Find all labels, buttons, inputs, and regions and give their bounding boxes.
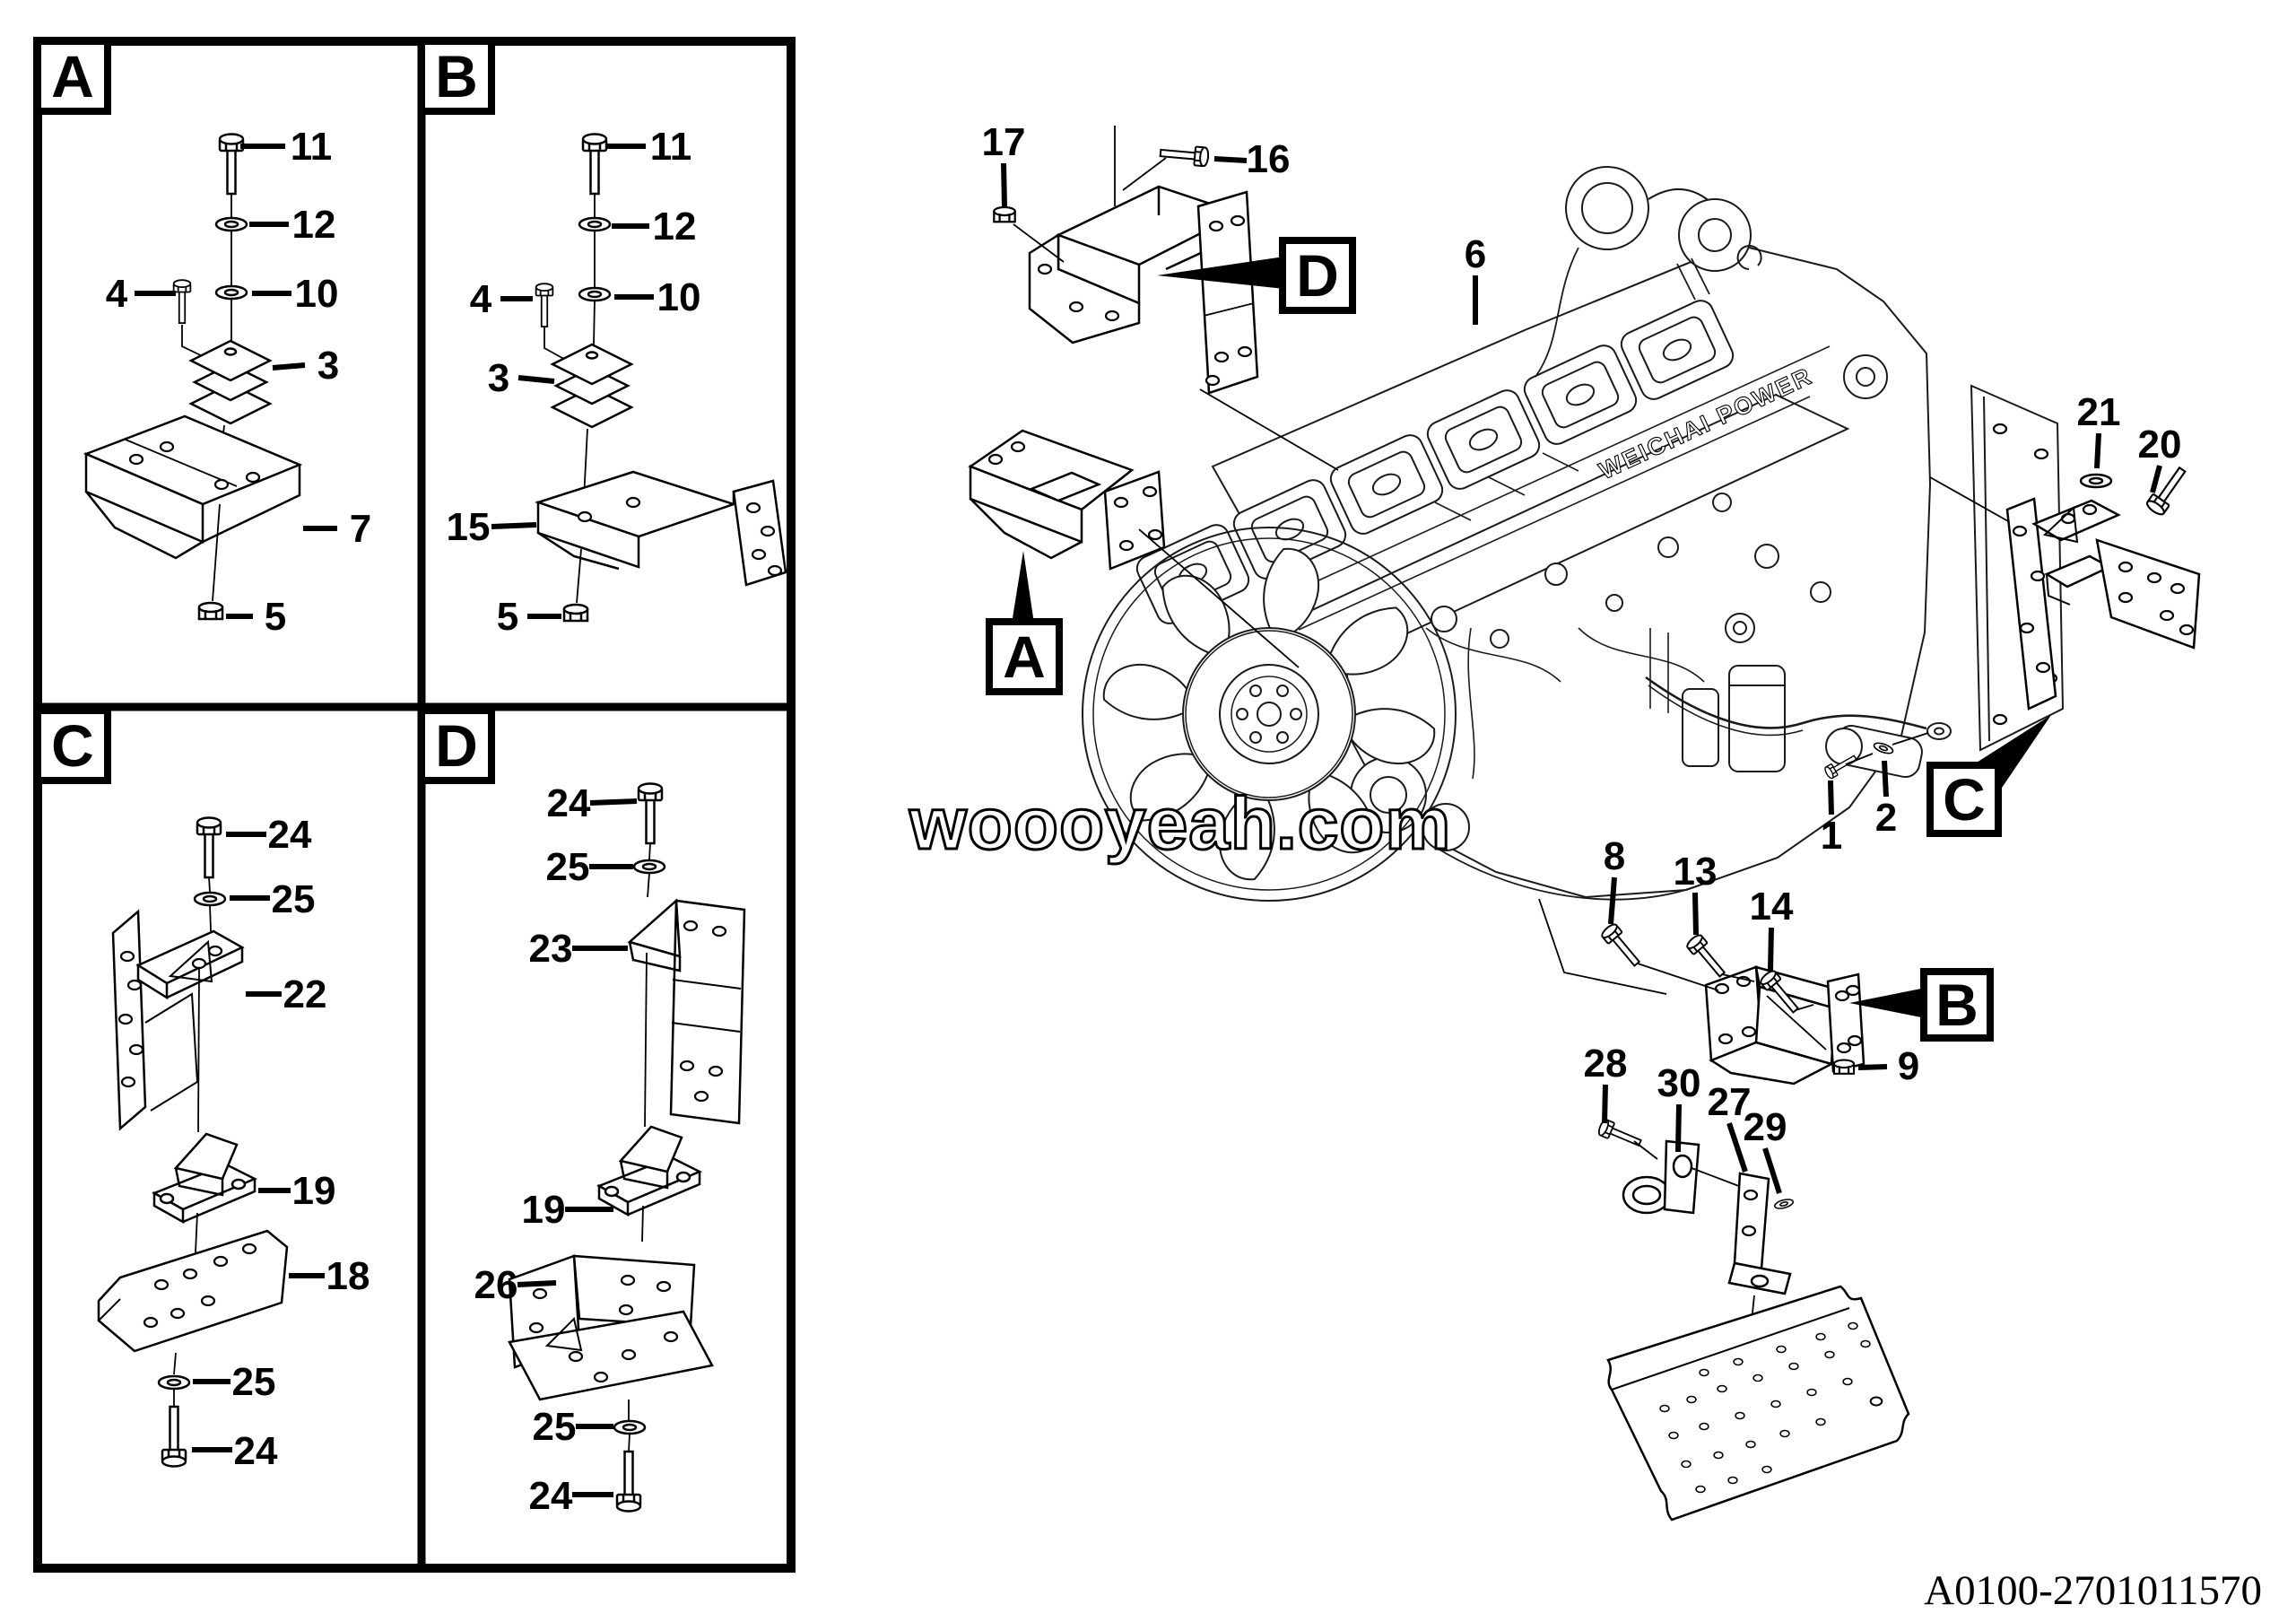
letter-label-A: A bbox=[51, 43, 94, 109]
part-number: A0100-2701011570 bbox=[1924, 1567, 2262, 1614]
panel-letter-box-B bbox=[418, 38, 495, 115]
callout-leader-line bbox=[2150, 465, 2162, 493]
callout-label: 30 bbox=[1657, 1061, 1701, 1105]
callout-label: 25 bbox=[546, 845, 590, 889]
callout-leader-line bbox=[1882, 760, 1889, 798]
callout-label: 21 bbox=[2077, 390, 2121, 434]
callout-leader-line bbox=[1692, 892, 1699, 936]
callout-leader-line bbox=[491, 522, 537, 529]
callout-label: 19 bbox=[522, 1188, 566, 1232]
cable-fasteners bbox=[1822, 732, 1929, 780]
bracket-b-assembly bbox=[1538, 898, 1866, 1086]
ref-box-A bbox=[986, 618, 1063, 695]
tow-hook-parts bbox=[1596, 1117, 1796, 1339]
callout-label: 24 bbox=[234, 1429, 278, 1473]
letter-label-B: B bbox=[435, 43, 478, 109]
callout-label: 3 bbox=[317, 344, 339, 388]
callout-label: 15 bbox=[447, 505, 491, 549]
callout-leader-line bbox=[1762, 1147, 1782, 1194]
callout-label: 11 bbox=[291, 125, 333, 169]
ref-box-C bbox=[1926, 762, 2002, 837]
callout-leader-line bbox=[272, 362, 306, 371]
callout-label: 24 bbox=[547, 781, 591, 825]
fan-drawing bbox=[1082, 527, 1457, 902]
frame-rail-drawing bbox=[1606, 1285, 1910, 1522]
callout-leader-line bbox=[1768, 927, 1774, 972]
panel-b-drawing bbox=[535, 133, 787, 623]
panel-a-drawing bbox=[83, 133, 303, 621]
letter-label-D: D bbox=[1296, 242, 1339, 309]
callout-label: 4 bbox=[470, 277, 492, 321]
letter-label-A: A bbox=[1003, 624, 1046, 690]
bracket-c-assembly bbox=[1929, 463, 2201, 711]
callout-label: 12 bbox=[653, 205, 697, 249]
callout-label: 14 bbox=[1750, 885, 1794, 929]
callout-leader-line bbox=[517, 1280, 557, 1287]
watermark: woooyeah.com bbox=[909, 783, 1451, 865]
ref-box-B bbox=[1920, 968, 1994, 1042]
panel-grid bbox=[33, 37, 796, 1573]
ref-arrow bbox=[1157, 257, 1284, 289]
callout-label: 28 bbox=[1584, 1042, 1628, 1086]
callout-label: 10 bbox=[295, 272, 339, 316]
callout-label: 2 bbox=[1875, 796, 1897, 840]
callout-label: 24 bbox=[529, 1474, 573, 1518]
callout-label: 26 bbox=[474, 1263, 518, 1307]
panel-d-drawing bbox=[508, 782, 746, 1513]
callout-label: 9 bbox=[1898, 1044, 1919, 1088]
bracket-a-assembly bbox=[968, 429, 1300, 668]
callout-label: 29 bbox=[1744, 1105, 1787, 1149]
callout-label: 12 bbox=[292, 203, 336, 247]
callout-label: 4 bbox=[106, 272, 128, 316]
callout-leader-line bbox=[1675, 1103, 1682, 1153]
callout-leader-line bbox=[1726, 1122, 1748, 1173]
letter-label-B: B bbox=[1935, 972, 1979, 1038]
callout-leader-line bbox=[1608, 876, 1617, 925]
panel-c-drawing bbox=[97, 816, 289, 1468]
bracket-d-assembly bbox=[993, 126, 1339, 471]
callout-label: 27 bbox=[1708, 1080, 1752, 1124]
callout-label: 10 bbox=[657, 275, 701, 319]
callout-label: 11 bbox=[650, 125, 692, 169]
panel-letter-box-A bbox=[34, 38, 111, 115]
callout-label: 25 bbox=[272, 877, 316, 921]
callout-label: 6 bbox=[1465, 232, 1486, 276]
callout-leader-line bbox=[2094, 432, 2101, 469]
ref-arrow bbox=[1849, 988, 1926, 1018]
callout-label: 5 bbox=[265, 595, 286, 639]
callout-label: 13 bbox=[1674, 850, 1718, 894]
panel-letter-box-D bbox=[418, 707, 495, 784]
callout-label: 24 bbox=[268, 813, 312, 857]
letter-label-D: D bbox=[435, 712, 478, 779]
callout-label: 16 bbox=[1247, 137, 1291, 181]
callout-label: 5 bbox=[497, 595, 518, 639]
callout-label: 7 bbox=[350, 507, 371, 551]
ref-box-D bbox=[1279, 237, 1356, 314]
callout-label: 17 bbox=[982, 120, 1026, 164]
panel-letter-box-C bbox=[34, 707, 111, 784]
callout-label: 18 bbox=[326, 1254, 370, 1298]
callout-label: 23 bbox=[529, 927, 573, 971]
callout-leader-line bbox=[517, 375, 555, 384]
letter-label-C: C bbox=[51, 712, 94, 779]
callout-label: 25 bbox=[533, 1405, 577, 1449]
callout-leader-line bbox=[1857, 1064, 1888, 1070]
callout-label: 8 bbox=[1604, 834, 1625, 878]
letter-label-C: C bbox=[1943, 766, 1986, 833]
ref-arrow bbox=[1012, 551, 1034, 624]
callout-leader-line bbox=[1213, 156, 1248, 163]
callout-leader-line bbox=[589, 798, 638, 806]
callout-label: 1 bbox=[1821, 814, 1842, 858]
callout-label: 19 bbox=[292, 1169, 336, 1213]
callout-label: 22 bbox=[283, 972, 327, 1016]
callout-label: 25 bbox=[232, 1360, 276, 1404]
callout-label: 3 bbox=[488, 356, 509, 400]
callout-label: 20 bbox=[2138, 423, 2182, 467]
